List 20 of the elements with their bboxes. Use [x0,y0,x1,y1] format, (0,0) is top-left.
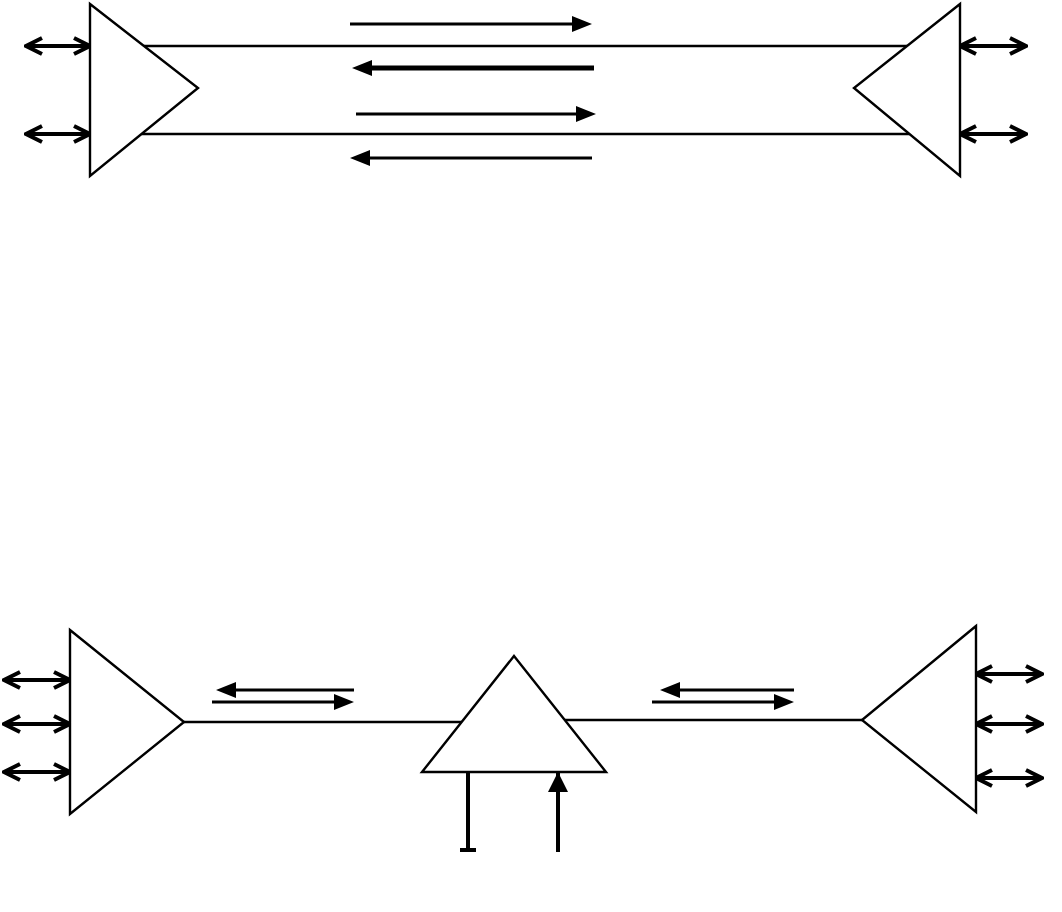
connector-line [564,718,862,722]
connector-line [144,44,907,48]
arrow [548,772,568,852]
arrow [2,762,72,782]
arrow [974,664,1044,684]
arrow [958,36,1028,56]
arrow [2,670,72,690]
arrow [24,36,92,56]
triangle-node [854,4,960,176]
connector-line [184,720,462,724]
arrow [974,768,1044,788]
triangle-node [90,4,198,176]
triangle-node [862,626,976,812]
arrow [958,124,1028,144]
triangle-node [422,656,606,772]
connector-line [141,132,910,136]
arrow [974,714,1044,734]
triangle-node [70,630,184,814]
arrow [2,714,72,734]
arrow [24,124,92,144]
